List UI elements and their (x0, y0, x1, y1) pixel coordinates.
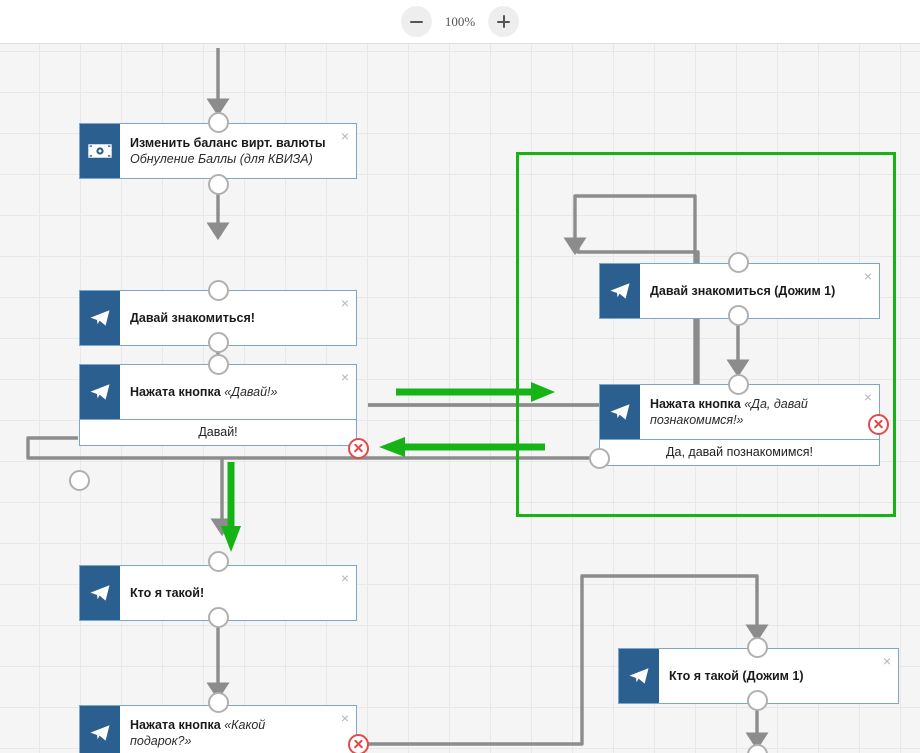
node-title-text: Давай знакомиться! (130, 311, 255, 325)
node-title-prefix: Нажата кнопка (130, 385, 221, 399)
banknote-icon (80, 124, 120, 178)
zoom-in-button[interactable] (488, 6, 519, 37)
port-out-who-am-i[interactable] (208, 607, 229, 628)
node-title-text: Нажата кнопка «Да, давай познакомимся!» (650, 396, 853, 428)
node-subtitle: Обнуление Баллы (для КВИЗА) (130, 152, 313, 166)
port-out-answer-davai[interactable] (69, 470, 90, 491)
node-title-quoted: «Да, давай познакомимся!» (650, 397, 808, 427)
telegram-icon (80, 365, 120, 419)
zoom-toolbar: 100% (0, 0, 920, 44)
node-title-text: Нажата кнопка «Давай!» (130, 384, 330, 400)
node-button-davai[interactable]: Нажата кнопка «Давай!» × Давай! (79, 364, 357, 446)
close-icon[interactable]: × (340, 570, 349, 586)
close-icon[interactable]: × (863, 389, 872, 405)
close-icon[interactable]: × (882, 653, 891, 669)
group-frame-acquaintance[interactable] (516, 152, 896, 517)
port-in-who-am-i-dojim[interactable] (747, 637, 768, 658)
port-in-button-davai[interactable] (208, 354, 229, 375)
node-title: Давай знакомиться (Дожим 1) (640, 264, 879, 318)
telegram-icon (80, 706, 120, 753)
telegram-icon (80, 566, 120, 620)
telegram-icon (619, 649, 659, 703)
close-icon[interactable]: × (340, 369, 349, 385)
zoom-level-label: 100% (444, 13, 476, 29)
node-button-yes-lets-meet[interactable]: Нажата кнопка «Да, давай познакомимся!» … (599, 384, 880, 466)
port-out-answer-yes[interactable] (589, 448, 610, 469)
edge-buttongift-to-whoamidojim (368, 574, 769, 746)
node-title-quoted: «Какой подарок?» (130, 718, 266, 748)
node-title: Давай знакомиться! (120, 291, 356, 345)
node-title-prefix: Нажата кнопка (130, 718, 221, 732)
edge-davai-to-acquaint-dojim (368, 194, 697, 407)
error-badge-button-yes[interactable] (868, 414, 889, 435)
port-out-acquaint[interactable] (208, 332, 229, 353)
node-answer-button[interactable]: Давай! (80, 419, 356, 445)
node-title-prefix: Нажата кнопка (650, 397, 741, 411)
port-in-button-yes[interactable] (728, 374, 749, 395)
node-title: Кто я такой (Дожим 1) (659, 649, 898, 703)
close-icon[interactable]: × (863, 268, 872, 284)
node-answer-button[interactable]: Да, давай познакомимся! (600, 439, 879, 465)
plus-icon (497, 15, 510, 28)
close-icon[interactable]: × (340, 295, 349, 311)
node-title: Нажата кнопка «Давай!» (120, 365, 356, 419)
edge-davaianswer-loop (26, 436, 222, 460)
node-title: Нажата кнопка «Какой подарок?» (120, 706, 356, 753)
node-title: Изменить баланс вирт. валюты Обнуление Б… (120, 124, 356, 178)
close-icon[interactable]: × (340, 128, 349, 144)
error-badge-button-gift[interactable] (348, 734, 369, 753)
port-in-button-gift[interactable] (208, 692, 229, 713)
port-in-acquaint[interactable] (208, 280, 229, 301)
port-out-acquaint-dojim[interactable] (728, 305, 749, 326)
port-in-balance[interactable] (208, 112, 229, 133)
node-title: Кто я такой! (120, 566, 356, 620)
node-title: Нажата кнопка «Да, давай познакомимся!» (640, 385, 879, 439)
node-title-quoted: «Давай!» (224, 385, 278, 399)
zoom-out-button[interactable] (401, 6, 432, 37)
port-out-who-am-i-dojim[interactable] (747, 690, 768, 711)
node-title-text: Изменить баланс вирт. валюты (130, 136, 326, 150)
node-title-text: Нажата кнопка «Какой подарок?» (130, 717, 330, 749)
telegram-icon (600, 264, 640, 318)
close-icon[interactable]: × (340, 710, 349, 726)
node-button-what-gift[interactable]: Нажата кнопка «Какой подарок?» × (79, 705, 357, 753)
telegram-icon (80, 291, 120, 345)
node-who-am-i[interactable]: Кто я такой! × (79, 565, 357, 621)
flow-canvas[interactable]: Изменить баланс вирт. валюты Обнуление Б… (0, 44, 920, 753)
edges-layer (26, 48, 769, 751)
minus-icon (410, 20, 423, 23)
port-in-acquaint-dojim[interactable] (728, 252, 749, 273)
node-title-text: Кто я такой (Дожим 1) (669, 669, 804, 683)
error-badge-button-davai[interactable] (348, 438, 369, 459)
port-in-who-am-i[interactable] (208, 551, 229, 572)
telegram-icon (600, 385, 640, 439)
zoom-controls: 100% (401, 6, 519, 37)
port-out-balance[interactable] (208, 174, 229, 195)
node-title-text: Давай знакомиться (Дожим 1) (650, 284, 836, 298)
node-title-text: Кто я такой! (130, 586, 205, 600)
